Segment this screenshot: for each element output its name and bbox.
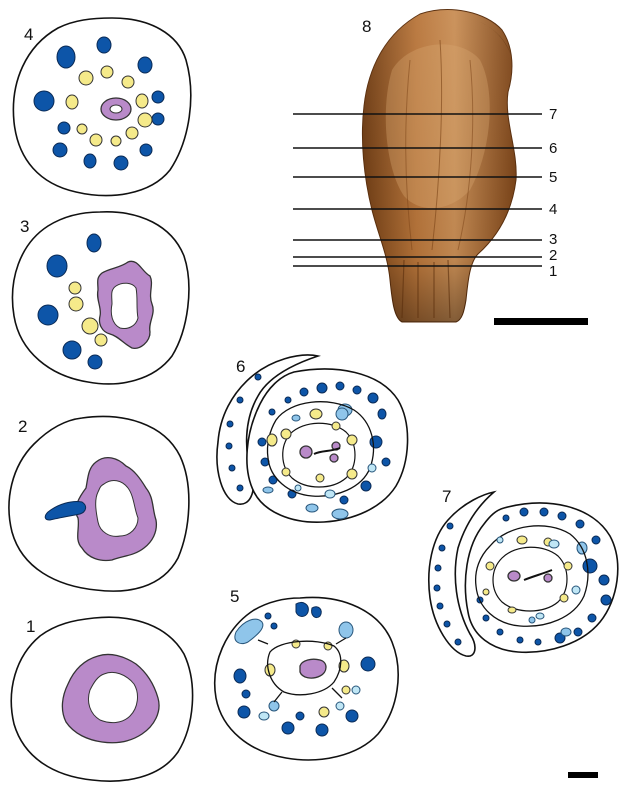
level-label-1: 1 [549, 263, 557, 280]
level-label-5: 5 [549, 169, 557, 186]
scale-bar-small [568, 772, 598, 778]
panel-label-7: 7 [442, 487, 451, 506]
level-label-6: 6 [549, 140, 557, 157]
panel-label-2: 2 [18, 417, 27, 436]
panel-label-3: 3 [20, 217, 29, 236]
panel-label-8: 8 [362, 17, 371, 36]
panel-2-section: 2 [9, 417, 189, 592]
panel-label-4: 4 [24, 25, 33, 44]
panel-3-section: 3 [12, 212, 188, 384]
panel-8-specimen: 8 7 6 5 4 3 2 1 [293, 10, 588, 325]
level-label-4: 4 [549, 201, 557, 218]
panel-1-section: 1 [11, 617, 192, 781]
panel-7-section: 7 [429, 487, 618, 656]
panel-label-1: 1 [26, 617, 35, 636]
panel-label-6: 6 [236, 357, 245, 376]
level-label-2: 2 [549, 247, 557, 264]
panel-4-section: 4 [13, 18, 190, 196]
scale-bar-large [494, 318, 588, 325]
panel-5-section: 5 [215, 587, 398, 760]
level-label-7: 7 [549, 106, 557, 123]
panel-label-5: 5 [230, 587, 239, 606]
panel-6-section: 6 [217, 355, 408, 522]
level-label-3: 3 [549, 231, 557, 248]
